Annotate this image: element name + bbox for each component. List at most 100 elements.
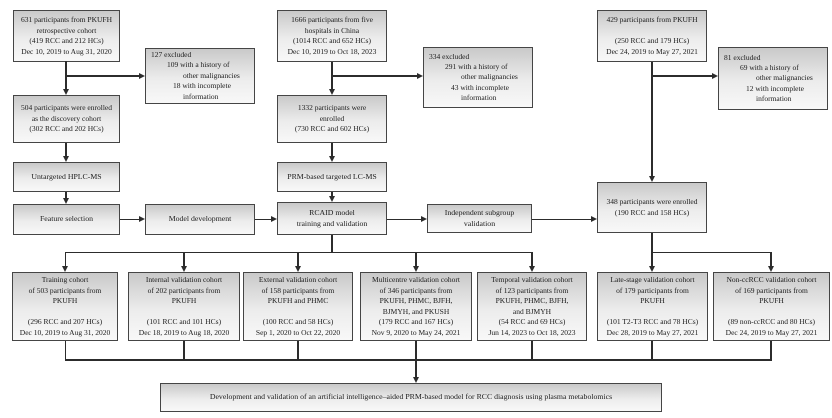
text-line: of 158 participants from — [261, 285, 335, 295]
arrow-down-icon — [62, 156, 69, 162]
text-line: RCAID model — [309, 207, 355, 217]
arrow-down-icon — [294, 266, 301, 272]
text-line: Feature selection — [39, 214, 94, 224]
text-line: hospitals in China — [304, 25, 360, 35]
text-line: (54 RCC and 69 HCs) — [498, 317, 566, 326]
flow-line — [387, 218, 421, 221]
text-line: Jun 14, 2023 to Oct 18, 2023 — [488, 327, 576, 337]
text-line: 504 participants were enrolled — [20, 103, 112, 113]
flow-line — [65, 192, 67, 198]
flow-line — [64, 359, 772, 361]
flow-line — [64, 252, 66, 266]
text-line: 81 excluded — [724, 52, 761, 62]
flow-line — [183, 252, 185, 266]
text-line: of 503 participants from — [28, 285, 102, 295]
arrow-right-icon — [712, 72, 718, 79]
flow-line — [651, 252, 772, 254]
text-line: (302 RCC and 202 HCs) — [29, 124, 104, 134]
flow-line — [770, 252, 772, 266]
text-line: of 346 participants from — [379, 285, 453, 295]
text-line: 334 excluded — [429, 51, 470, 61]
flow-line — [120, 218, 139, 221]
arrow-right-icon — [271, 216, 277, 222]
flow-line — [66, 75, 139, 77]
flow-line — [297, 252, 299, 266]
arrow-right-icon — [139, 216, 145, 222]
text-line: PKUFH and PHMC — [267, 296, 329, 305]
flow-line — [331, 192, 333, 196]
text-line — [13, 307, 117, 318]
text-line: 631 participants from PKUFH — [20, 15, 113, 24]
text-line: 69 with a history of — [740, 62, 799, 72]
text-line: (1014 RCC and 652 HCs) — [293, 36, 371, 45]
flow-line — [531, 252, 533, 266]
text-line: Dec 18, 2019 to Aug 18, 2020 — [138, 327, 230, 337]
arrow-down-icon — [328, 89, 335, 95]
box-five-hospitals-excluded: 334 excluded 291 with a history of other… — [423, 47, 533, 108]
text-line: (730 RCC and 602 HCs) — [294, 124, 370, 134]
arrow-down-icon — [61, 266, 68, 272]
text-line: Non-ccRCC validation cohort — [726, 275, 817, 284]
text-line: Sep 1, 2020 to Oct 22, 2020 — [255, 327, 341, 337]
text-line: Nov 9, 2020 to May 24, 2021 — [371, 327, 461, 337]
flow-line — [415, 360, 417, 377]
arrow-right-icon — [421, 216, 427, 222]
text-line: of 179 participants from — [616, 285, 689, 295]
text-line: PKUFH — [759, 296, 784, 305]
text-line: 127 excluded — [151, 50, 192, 60]
box-prm-targeted-lcms: PRM-based targeted LC-MS — [277, 162, 387, 192]
text-line: Dec 10, 2019 to Oct 18, 2023 — [287, 46, 377, 56]
flow-line — [183, 341, 185, 360]
flow-line — [531, 341, 533, 360]
flow-line — [651, 341, 653, 360]
arrow-down-icon — [648, 266, 655, 272]
box-untargeted-hplc-ms: Untargeted HPLC-MS — [13, 162, 120, 192]
arrow-down-icon — [62, 198, 69, 204]
flow-line — [770, 341, 772, 360]
text-line: 12 with incomplete — [746, 83, 804, 93]
text-line: Untargeted HPLC-MS — [31, 171, 102, 181]
text-line: 1332 participants were — [297, 103, 367, 113]
text-line: and BJMYH — [512, 306, 552, 316]
box-pkufh429-excluded: 81 excluded 69 with a history of other m… — [718, 47, 828, 110]
arrow-down-icon — [648, 176, 655, 182]
text-line — [598, 307, 707, 318]
flow-line — [65, 143, 67, 156]
box-pkufh429-source: 429 participants from PKUFH (250 RCC and… — [597, 10, 707, 62]
text-line: as the discovery cohort — [31, 113, 102, 123]
flow-line — [64, 341, 66, 360]
flow-line — [65, 61, 67, 89]
arrow-right-icon — [591, 216, 597, 222]
text-line: Dec 24, 2019 to May 27, 2021 — [606, 46, 698, 56]
box-feature-selection: Feature selection — [13, 204, 120, 235]
text-line: other malignancies — [756, 73, 813, 83]
text-line: (419 RCC and 212 HCs) — [29, 36, 104, 45]
flow-line — [651, 252, 653, 266]
text-line: information — [461, 93, 497, 103]
flow-line — [255, 218, 271, 221]
text-line: External validation cohort — [258, 275, 338, 284]
text-line: PKUFH — [640, 296, 665, 305]
text-line — [714, 307, 829, 318]
flow-line — [331, 62, 333, 89]
arrow-down-icon — [412, 266, 419, 272]
text-line: enrolled — [319, 113, 345, 123]
arrow-down-icon — [528, 266, 535, 272]
text-line: 291 with a history of — [445, 61, 508, 71]
text-line: (179 RCC and 167 HCs) — [378, 317, 454, 326]
text-line: information — [756, 94, 792, 104]
text-line: Dec 24, 2019 to May 27, 2021 — [725, 327, 818, 337]
text-line: Dec 28, 2019 to May 27, 2021 — [606, 327, 699, 337]
text-line: validation — [463, 218, 496, 228]
text-line: PKUFH, PHMC, BJFH, — [379, 296, 453, 305]
